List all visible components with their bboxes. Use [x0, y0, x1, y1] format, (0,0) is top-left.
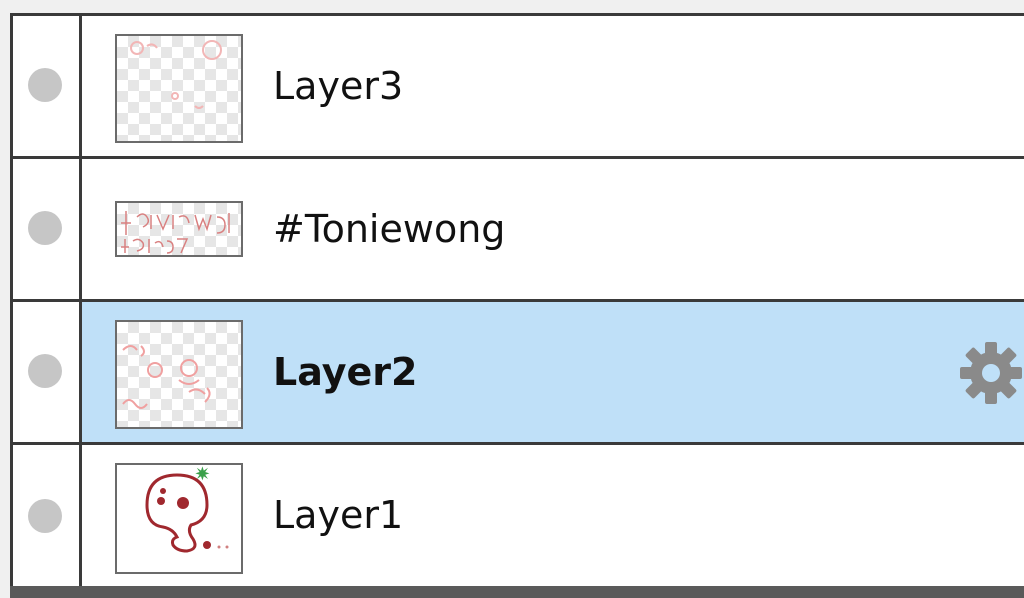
layer-row-layer1[interactable]: Layer1 — [13, 445, 1024, 590]
layer-row-toniewong[interactable]: #Toniewong — [13, 159, 1024, 302]
layer-content[interactable]: #Toniewong — [82, 159, 1024, 299]
layer-name: #Toniewong — [273, 207, 506, 251]
visibility-toggle-icon[interactable] — [28, 499, 62, 533]
layer-thumbnail — [115, 463, 243, 574]
layers-panel: Layer3 #Toniewong — [10, 13, 1024, 590]
layer-thumbnail — [115, 34, 243, 143]
visibility-cell — [13, 16, 82, 156]
layer-row-layer3[interactable]: Layer3 — [13, 16, 1024, 159]
visibility-cell — [13, 159, 82, 299]
layer-content[interactable]: Layer3 — [82, 16, 1024, 156]
layer-name: Layer1 — [273, 493, 404, 537]
visibility-cell — [13, 445, 82, 590]
visibility-cell — [13, 302, 82, 442]
panel-bottom-bar — [10, 586, 1024, 598]
layer-thumbnail — [115, 320, 243, 429]
visibility-toggle-icon[interactable] — [28, 354, 62, 388]
gear-icon[interactable] — [958, 340, 1024, 406]
layer-name: Layer3 — [273, 64, 404, 108]
layer-thumbnail — [115, 201, 243, 257]
visibility-toggle-icon[interactable] — [28, 68, 62, 102]
layer-content[interactable]: Layer2 — [82, 302, 1024, 442]
layer-name: Layer2 — [273, 350, 418, 394]
visibility-toggle-icon[interactable] — [28, 211, 62, 245]
layer-row-layer2[interactable]: Layer2 — [13, 302, 1024, 445]
layer-content[interactable]: Layer1 — [82, 445, 1024, 585]
